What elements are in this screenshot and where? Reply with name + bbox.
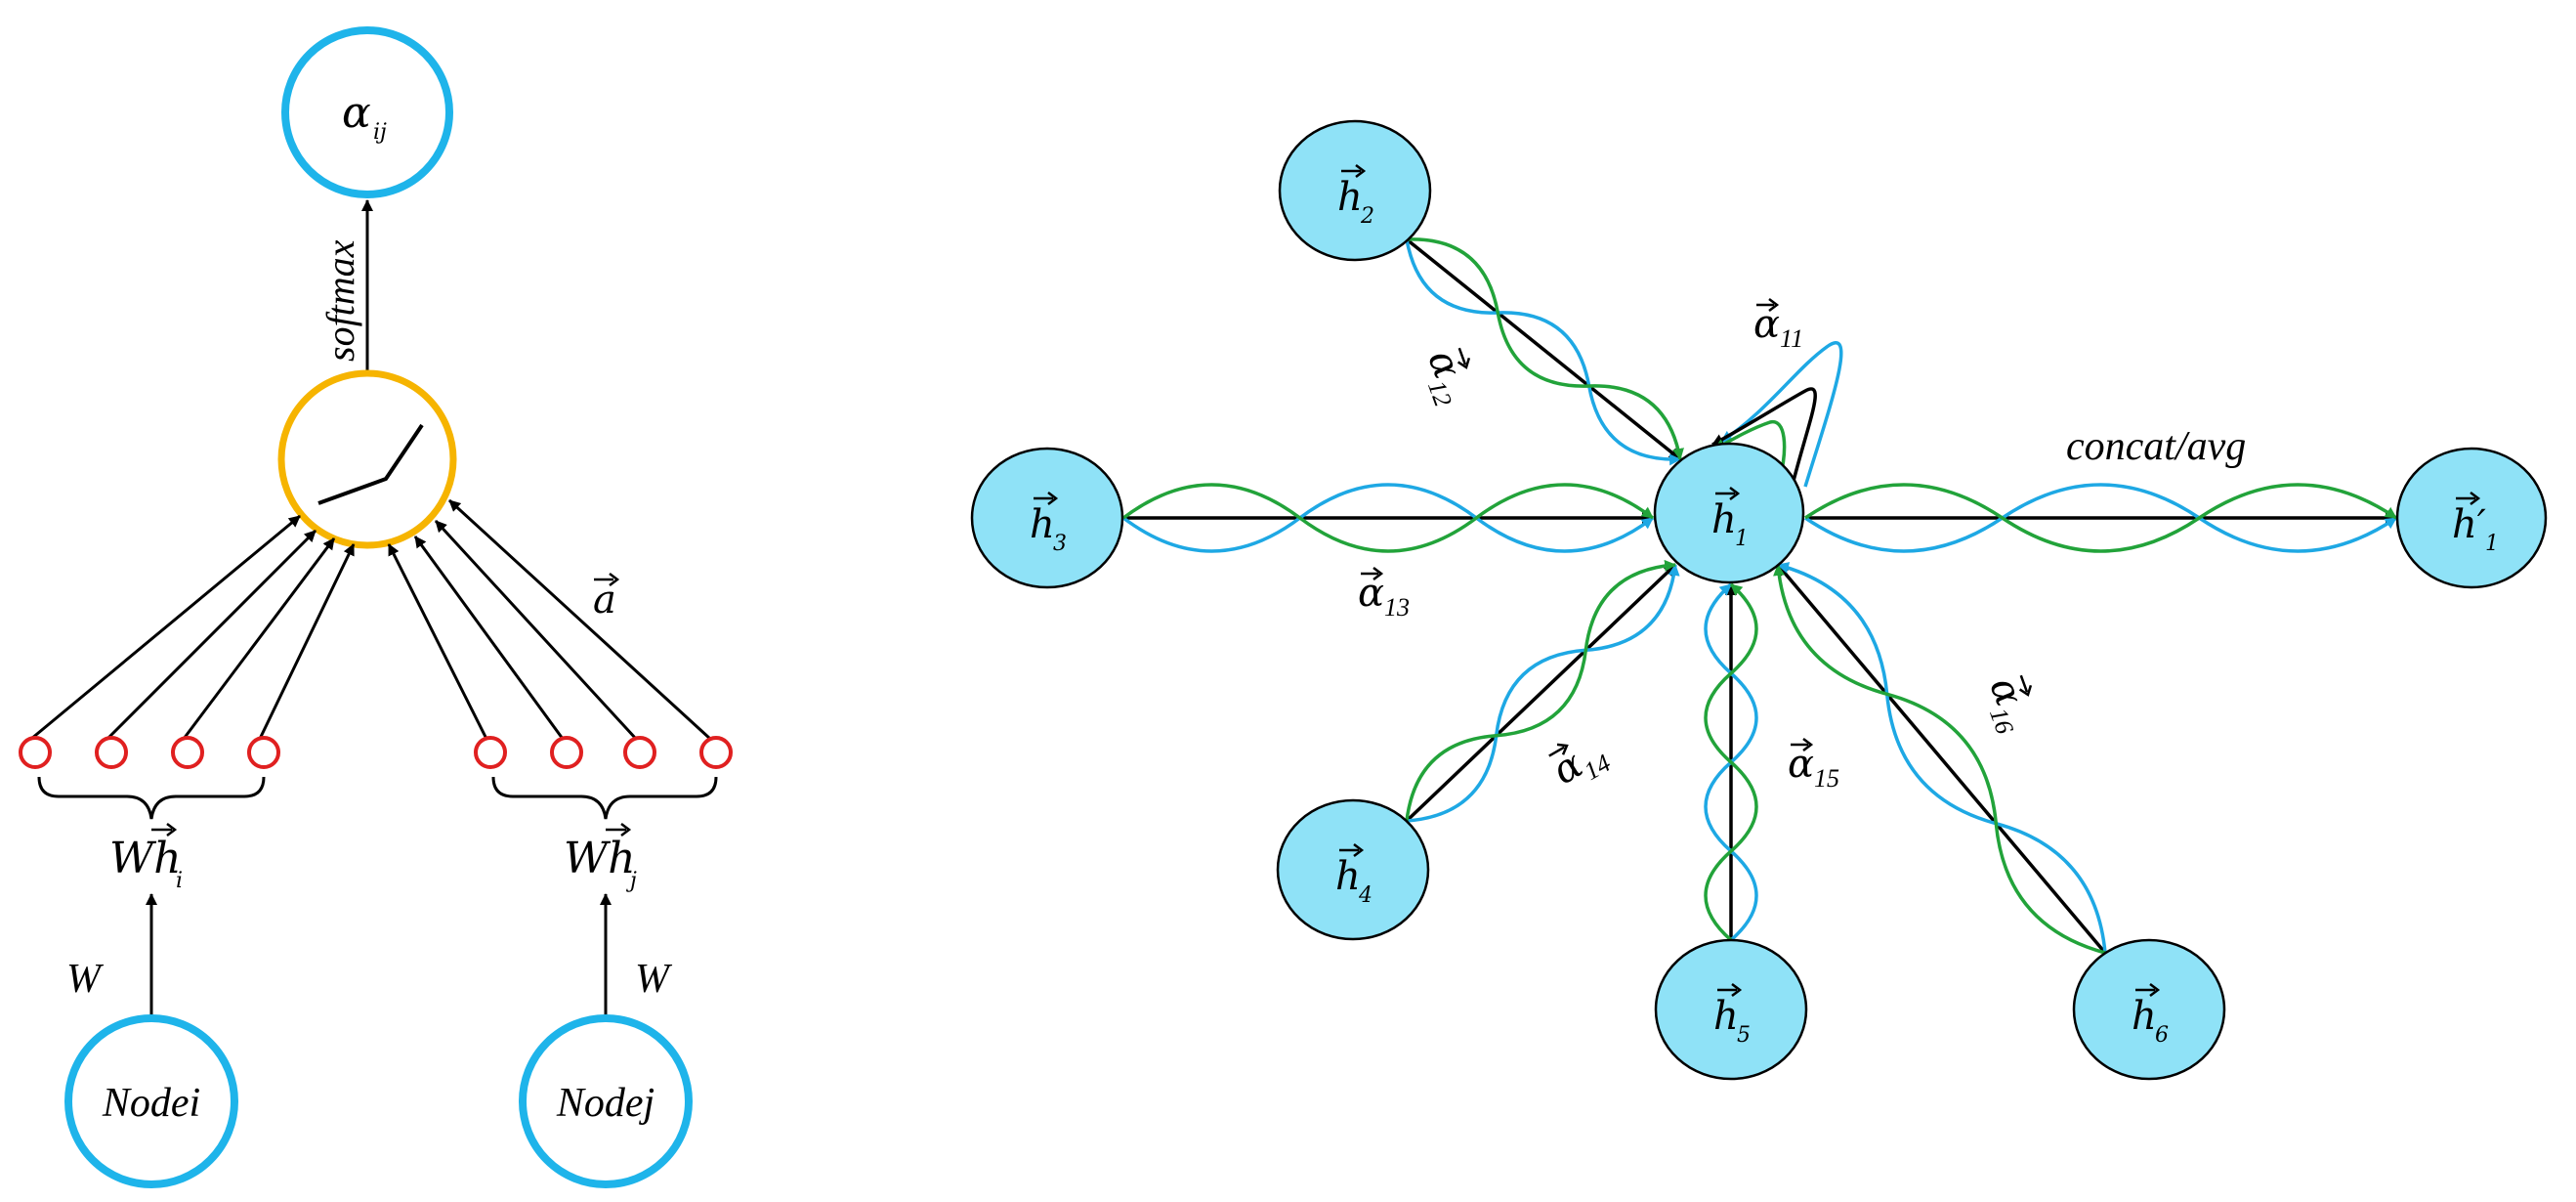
brace-right bbox=[491, 776, 718, 820]
head-blue-path bbox=[1406, 564, 1680, 823]
node-h6 bbox=[2072, 938, 2226, 1081]
input-circle bbox=[19, 736, 52, 769]
label-alpha-15: α 15 bbox=[1788, 738, 1839, 793]
svg-text:h: h bbox=[1337, 175, 1363, 220]
svg-text:1: 1 bbox=[1735, 527, 1749, 551]
svg-text:1: 1 bbox=[2485, 532, 2499, 556]
input-circle bbox=[550, 736, 583, 769]
input-vector-circles bbox=[19, 736, 733, 769]
label-alpha-11: α 11 bbox=[1753, 298, 1803, 353]
svg-text:α: α bbox=[1358, 571, 1384, 616]
head-blue-path bbox=[1405, 238, 1681, 466]
svg-text:h′: h′ bbox=[2452, 502, 2486, 547]
attention-mechanism-panel: α ij softmax a bbox=[19, 26, 733, 1188]
weight-label-right: W bbox=[635, 957, 673, 1002]
input-circle bbox=[95, 736, 128, 769]
head-green-path bbox=[1773, 564, 2106, 955]
svg-text:h: h bbox=[1711, 497, 1737, 542]
head-blue-path bbox=[1804, 483, 2397, 553]
label-h3: h 3 bbox=[1030, 492, 1067, 556]
svg-text:6: 6 bbox=[2155, 1023, 2169, 1048]
svg-text:4: 4 bbox=[1358, 883, 1372, 908]
input-circle bbox=[474, 736, 507, 769]
label-h2: h 2 bbox=[1337, 164, 1374, 229]
brace-left bbox=[37, 776, 266, 820]
svg-text:a: a bbox=[593, 578, 616, 622]
node-h5 bbox=[1654, 938, 1808, 1081]
input-arrows bbox=[30, 498, 712, 741]
label-h1-prime: h′ 1 bbox=[2452, 492, 2499, 556]
svg-text:13: 13 bbox=[1384, 593, 1410, 622]
wh-j-label: Wh j bbox=[564, 823, 637, 893]
edge-line bbox=[1776, 563, 2107, 955]
label-alpha-16: α 16 bbox=[1980, 671, 2033, 738]
label-h4: h 4 bbox=[1335, 843, 1372, 908]
edge-h1-h1prime bbox=[1804, 483, 2397, 553]
svg-text:α: α bbox=[1753, 302, 1780, 347]
alpha-subscript: ij bbox=[373, 120, 387, 145]
svg-text:h: h bbox=[1030, 502, 1055, 547]
alpha-symbol: α bbox=[342, 88, 371, 138]
svg-text:3: 3 bbox=[1053, 532, 1067, 556]
svg-text:11: 11 bbox=[1780, 324, 1803, 353]
head-green-path bbox=[1405, 559, 1676, 822]
output-node-alpha-ij: α ij bbox=[281, 26, 453, 198]
svg-text:h: h bbox=[2132, 994, 2157, 1039]
input-circle bbox=[247, 736, 280, 769]
label-alpha-12: α 12 bbox=[1418, 344, 1471, 410]
head-blue-path bbox=[1121, 483, 1655, 553]
multi-head-attention-panel: h 1 h 2 h 3 h 4 h 5 bbox=[970, 119, 2548, 1081]
label-alpha-14: α 14 bbox=[1545, 742, 1616, 794]
node-h1 bbox=[1653, 442, 1805, 584]
svg-text:h: h bbox=[1335, 854, 1361, 899]
head-green-path bbox=[1121, 483, 1655, 553]
node-h1-prime bbox=[2395, 447, 2548, 589]
node-h3 bbox=[970, 447, 1124, 589]
svg-text:2: 2 bbox=[1360, 204, 1374, 229]
svg-text:h: h bbox=[1713, 994, 1739, 1039]
head-green-path bbox=[1804, 483, 2397, 553]
edge-h2-h1 bbox=[1405, 237, 1684, 466]
weight-label-left: W bbox=[66, 957, 105, 1002]
head-green-path bbox=[1704, 582, 1758, 942]
label-h1: h 1 bbox=[1711, 487, 1749, 551]
edge-h6-h1 bbox=[1773, 562, 2107, 955]
node-j: Nodej bbox=[519, 1014, 693, 1188]
wh-i-label: Wh i bbox=[109, 823, 183, 893]
svg-text:i: i bbox=[176, 869, 183, 893]
attention-vector-a-label: a bbox=[593, 573, 620, 622]
input-circle bbox=[623, 736, 656, 769]
attention-edges bbox=[1121, 237, 2397, 955]
svg-text:Wh: Wh bbox=[564, 834, 636, 883]
input-circle bbox=[699, 736, 733, 769]
aggregation-label: concat/avg bbox=[2066, 424, 2246, 469]
node-i: Nodei bbox=[64, 1014, 238, 1188]
label-h6: h 6 bbox=[2132, 983, 2169, 1048]
svg-text:5: 5 bbox=[1737, 1023, 1751, 1048]
head-blue-path bbox=[1777, 562, 2107, 954]
edge-h3-h1 bbox=[1121, 483, 1655, 553]
label-h5: h 5 bbox=[1713, 983, 1751, 1048]
self-loop-h1 bbox=[1711, 341, 1843, 488]
node-h2 bbox=[1278, 119, 1432, 262]
svg-text:Nodei: Nodei bbox=[102, 1081, 200, 1126]
edge-line bbox=[1405, 563, 1677, 823]
svg-text:Nodej: Nodej bbox=[556, 1081, 655, 1126]
input-circle bbox=[171, 736, 204, 769]
leakyrelu-activation-node bbox=[277, 369, 457, 549]
edge-line bbox=[1405, 237, 1682, 461]
edge-h5-h1 bbox=[1704, 582, 1758, 942]
label-alpha-13: α 13 bbox=[1358, 567, 1410, 622]
node-h4 bbox=[1276, 798, 1430, 941]
softmax-label: softmax bbox=[318, 239, 362, 362]
svg-text:Wh: Wh bbox=[109, 834, 182, 883]
head-green-path bbox=[1406, 237, 1684, 460]
svg-text:15: 15 bbox=[1814, 764, 1839, 793]
activation-function-icon bbox=[317, 423, 424, 505]
svg-text:α: α bbox=[1788, 742, 1814, 787]
edge-h4-h1 bbox=[1405, 559, 1680, 823]
